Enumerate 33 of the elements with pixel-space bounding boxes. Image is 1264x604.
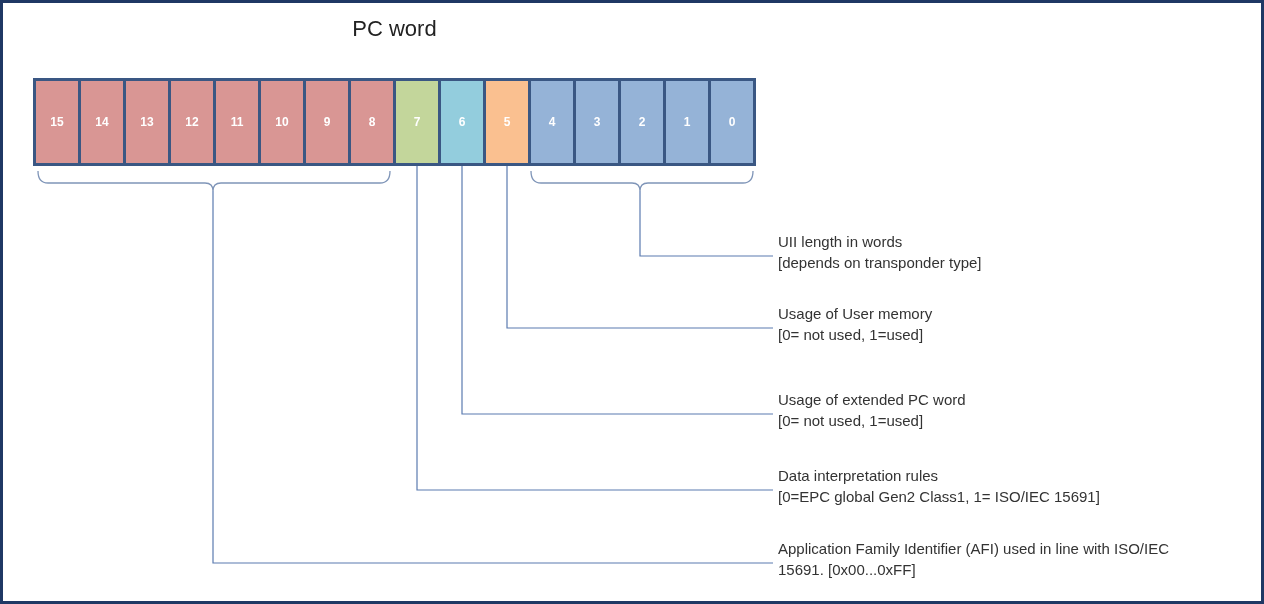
bit-field: 7 [396, 81, 438, 163]
leader-line [639, 190, 774, 257]
register-title: PC word [351, 16, 438, 42]
bracket [530, 170, 754, 192]
leader-line [506, 165, 774, 329]
bracket [37, 170, 391, 192]
leader-line [461, 165, 774, 415]
field-description-value: [0= not used, 1=used] [778, 411, 924, 431]
bit-field: 11 [216, 81, 258, 163]
field-description-heading: Usage of extended PC word [778, 390, 966, 410]
field-description-value: [0=EPC global Gen2 Class1, 1= ISO/IEC 15691] [778, 487, 1100, 507]
bit-field: 14 [81, 81, 123, 163]
field-description-value: [depends on transponder type] [778, 253, 982, 273]
bit-field: 6 [441, 81, 483, 163]
field-description-heading: Data interpretation rules [778, 466, 939, 486]
bit-field: 9 [306, 81, 348, 163]
bit-field: 2 [621, 81, 663, 163]
bit-field: 10 [261, 81, 303, 163]
bit-field: 1 [666, 81, 708, 163]
bit-field: 3 [576, 81, 618, 163]
leader-line [416, 165, 774, 491]
bit-field: 15 [36, 81, 78, 163]
bit-field: 13 [126, 81, 168, 163]
leader-line [212, 190, 774, 564]
bit-field: 12 [171, 81, 213, 163]
field-description-value: [0= not used, 1=used] [778, 325, 924, 345]
bit-field: 8 [351, 81, 393, 163]
bit-field: 0 [711, 81, 753, 163]
field-description-heading: Usage of User memory [778, 304, 933, 324]
bit-field: 5 [486, 81, 528, 163]
field-description-heading: Application Family Identifier (AFI) used in line with ISO/IEC 15691. [0x00...0xFF] [778, 539, 1170, 580]
field-description-heading: UII length in words [778, 232, 903, 252]
bit-field: 4 [531, 81, 573, 163]
